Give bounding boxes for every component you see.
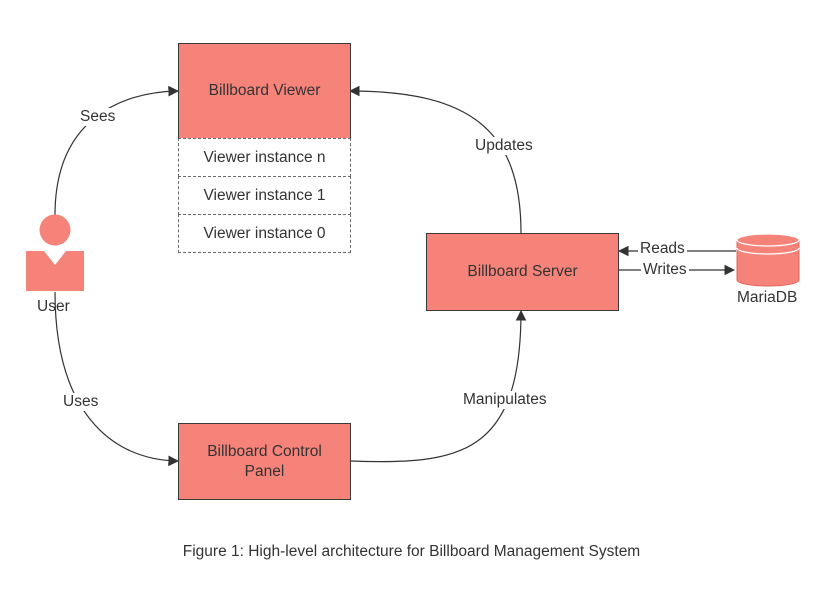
billboard-server-label: Billboard Server: [467, 263, 578, 280]
database-label: MariaDB: [737, 289, 798, 306]
edge-label-writes: Writes: [641, 261, 689, 279]
billboard-viewer-label: Billboard Viewer: [208, 82, 321, 99]
edge-manipulates-arrow: [350, 309, 527, 463]
billboard-server-box: Billboard Server: [426, 233, 619, 311]
user-label: User: [37, 298, 70, 315]
viewer-instance-1: Viewer instance 1: [178, 176, 351, 215]
edge-label-updates: Updates: [473, 137, 535, 155]
edge-label-reads: Reads: [638, 240, 687, 258]
person-icon: [26, 214, 84, 291]
viewer-instance-0: Viewer instance 0: [178, 214, 351, 253]
edge-label-sees: Sees: [78, 108, 118, 126]
billboard-control-panel-label: Billboard Control Panel: [207, 442, 322, 480]
edge-label-uses: Uses: [61, 393, 101, 411]
database-cylinder-icon: [736, 233, 800, 287]
edge-uses-arrow: [54, 291, 180, 467]
billboard-control-panel-box: Billboard Control Panel: [178, 423, 351, 500]
edge-updates-arrow: [348, 85, 522, 234]
billboard-viewer-box: Billboard Viewer: [178, 43, 351, 139]
figure-caption: Figure 1: High-level architecture for Bi…: [182, 543, 641, 560]
edge-label-manipulates: Manipulates: [461, 391, 549, 409]
viewer-instance-n: Viewer instance n: [178, 138, 351, 177]
